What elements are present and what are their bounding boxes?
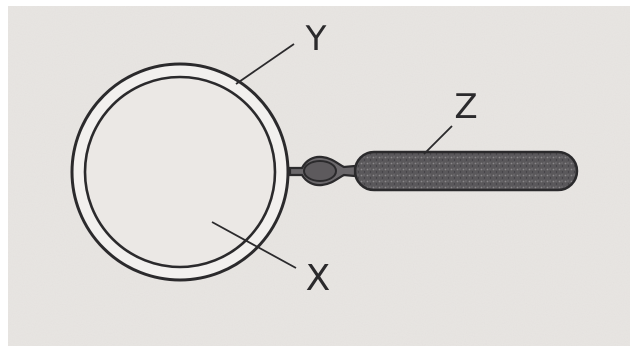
- handle-grip: [355, 152, 577, 190]
- label-x: X: [306, 258, 331, 299]
- label-z: Z: [454, 87, 477, 127]
- lens-glass: [85, 77, 275, 267]
- lens-assembly: [72, 64, 288, 280]
- label-y: Y: [305, 19, 327, 59]
- handle-knob: [304, 161, 336, 181]
